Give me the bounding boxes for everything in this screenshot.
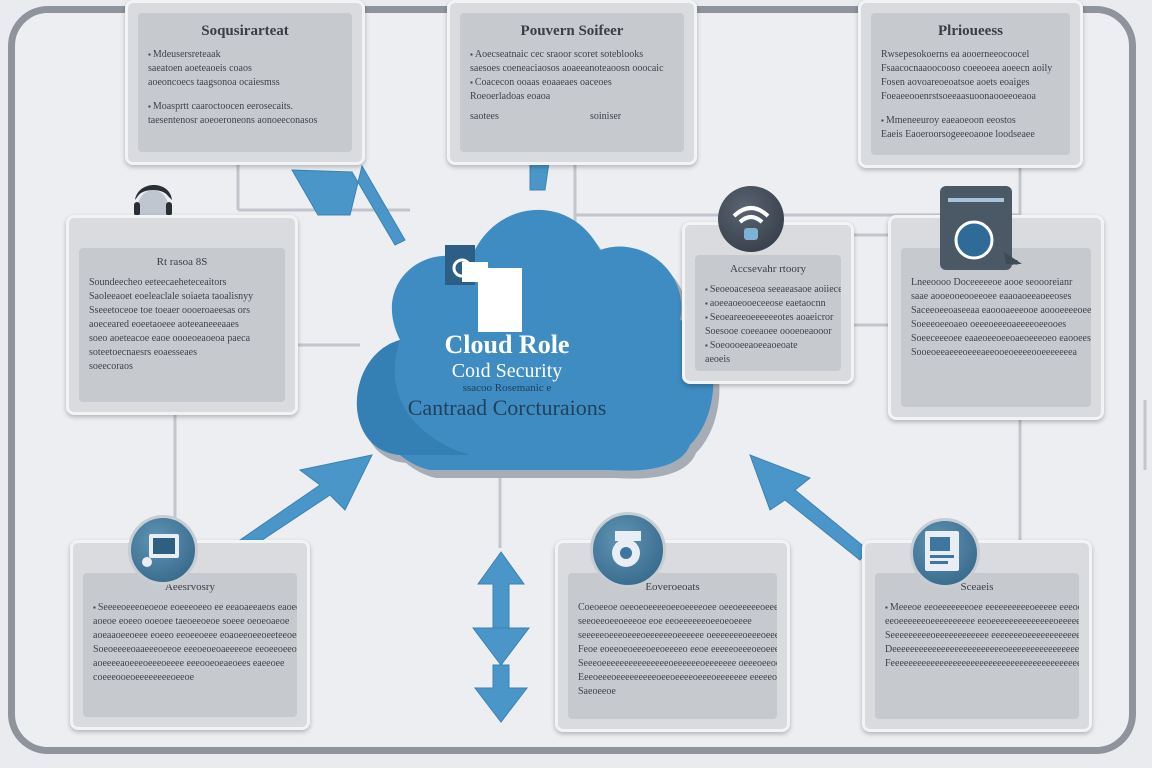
- lock-key-icon: [445, 245, 522, 332]
- card-mid-left: Rt rasoa 8S Soundeecheo eeteecaeheteceai…: [66, 215, 298, 415]
- card-top-left-body: Soqusirarteat Mdeusersreteaak saeatoen a…: [138, 13, 352, 152]
- card-bottom-center-line: Feoe eoeeoeoeeeoeeoeeeeo eeoe eeeeeoeeeo…: [578, 644, 777, 655]
- card-top-left-title: Soqusirarteat: [201, 23, 289, 39]
- card-bottom-left-line: Seeeeoeeeoeoeoe eoeeeoeeo ee eeaoaeeaeos…: [93, 601, 297, 615]
- card-bottom-center-line: Saeoeeoe: [578, 686, 616, 697]
- card-bottom-right: Sceaeis Meeeoe eeoeeeeeeeoee eeeeeeeeeeo…: [862, 540, 1092, 732]
- card-top-left-line: aoeoncoecs taagsonoa ocaiesmss: [148, 77, 280, 88]
- card-mid-center-line: Soesooe coeeaoee oooeoeaooor: [705, 326, 832, 337]
- card-top-left-line: Mdeusersreteaak: [148, 48, 342, 62]
- cloud-subtitle: Coıd Security: [451, 360, 563, 382]
- card-mid-right-line: Soeeceeeoee eaaeoeeoeeoaeoeeeoeo eaooees: [911, 333, 1091, 344]
- card-bottom-left-line: aoeaaoeeoeee eoeeo eeoeeoeee eoaoeeoeeoe…: [93, 630, 297, 641]
- card-top-right-line: Eaeis Eaoeroorsogeeeoaooe loodseaee: [881, 129, 1035, 140]
- card-top-right-title: Plrioueess: [938, 23, 1003, 39]
- wifi-icon: [718, 186, 784, 252]
- card-top-right-line: Foeaeeooenrstsoeeaasuoonaooeeoeaoa: [881, 91, 1036, 102]
- card-mid-center-line: aoeeaoeooeceeose eaetaocnn: [705, 297, 831, 311]
- card-mid-center-line: Seoeareeoeeeeeeotes aoaeicror: [705, 311, 834, 325]
- gear-cog-icon: [590, 512, 666, 588]
- arrow-vertical-down: [473, 664, 529, 723]
- cloud-bottom-text: Cantraad Corcturaions: [407, 395, 607, 420]
- card-bottom-center-line: seeeeeoeeeoeeeoeeeeeeoeeeeee oeeeeeeeoee…: [578, 630, 777, 641]
- card-top-right-line: Fosen aovoareoeoatsoe aoets eoaiges: [881, 77, 1030, 88]
- cloud-label: Cloud Role Coıd Security ssacoo Rosemani…: [352, 330, 662, 421]
- card-mid-right-line: Sooeoeeaeeeoeeeaeeooeoeeeeooeeeeeeea: [911, 347, 1077, 358]
- card-bottom-right-line: Feeeeeeeeeeeeeeeeeeeeeeeeeeeeeeeeeeeeeee…: [885, 658, 1079, 669]
- card-mid-left-line: soteetoecnaesrs eoaesseaes: [89, 347, 197, 358]
- card-bottom-left-line: aoeoe eoeeo ooeoee taeoeeoeoe soeee oeoe…: [93, 616, 290, 627]
- cloud-small-text: ssacoo Rosemanic e: [462, 382, 552, 394]
- card-mid-left-subtitle: Rt rasoa 8S: [156, 256, 208, 268]
- card-mid-center: Accsevahr rtoory Seoeoaceseoa seeaeasaoe…: [682, 222, 854, 384]
- card-bottom-right-subtitle: Sceaeis: [960, 581, 994, 593]
- card-mid-left-line: Sseeetoceoe toe toeaer oooeroaeesas ors: [89, 305, 251, 316]
- arrow-vertical-mid: [471, 627, 531, 666]
- card-bottom-right-body: Sceaeis Meeeoe eeoeeeeeeeoee eeeeeeeeeeo…: [875, 573, 1079, 719]
- card-mid-center-body: Accsevahr rtoory Seoeoaceseoa seeaeasaoe…: [695, 255, 841, 371]
- card-mid-center-line: aeoeis: [705, 354, 730, 365]
- card-mid-right-line: Saceeoeeoaseeaa eaoooaeeeooe aoooeeeeoee…: [911, 305, 1091, 316]
- card-mid-left-line: soeecoraos: [89, 361, 133, 372]
- card-mid-right-line: Soeeeoeeoaeo oeeeoeeeoaeeeeoeeooes: [911, 319, 1067, 330]
- monitor-icon: [128, 515, 198, 585]
- card-bottom-right-line: Seeeeeeeeeoeeeeeeeeeeee eeeeeeeoeeeeeeee…: [885, 630, 1079, 641]
- card-mid-center-line: Seoeoaceseoa seeaeasaoe aoiieceor: [705, 283, 841, 297]
- card-top-left-line: Moasprtt caaroctoocen eerosecaits.: [148, 100, 342, 114]
- card-bottom-center: Eoveroeoats Coeoeeoe oeeoeoeeeeoeeoeeeeo…: [555, 540, 790, 732]
- card-mid-left-line: soeo aoeteacoe eaoe oooeoeaoeoa paeca: [89, 333, 251, 344]
- card-bottom-center-subtitle: Eoveroeoats: [645, 581, 700, 593]
- card-bottom-center-line: Eeeoeeeoeeeeeeeeeoeeoeeeeoeeeoeeeeeee ee…: [578, 672, 777, 683]
- card-bottom-center-line: Seeeoeeeeeeeeeeeeeeeoeeeeeeoeeeeeee oeee…: [578, 658, 777, 669]
- document-check-icon: [940, 186, 1022, 270]
- arrow-bottom-left: [239, 454, 373, 549]
- card-top-mid-line: Aoecseatnaic cec sraoor scoret soteblook…: [470, 48, 674, 62]
- arrow-vertical-up: [477, 551, 525, 629]
- card-top-right-line: Fsaacocnaaoocooso coeeoeea aoeecn aoily: [881, 63, 1053, 74]
- card-bottom-right-line: Deeeeeeeeeeeeeeeeeeeeeeeeeoeeeeeeeeeeeee…: [885, 644, 1079, 655]
- card-mid-right-line: Lneeoooo Doceeeeeoe aooe seoooreianr: [911, 277, 1073, 288]
- card-mid-left-body: Rt rasoa 8S Soundeecheo eeteecaeheteceai…: [79, 248, 285, 402]
- card-top-mid-line: Coacecon ooaas eoaaeaes oaceoes: [470, 76, 674, 90]
- card-mid-center-subtitle: Accsevahr rtoory: [729, 263, 807, 275]
- card-top-left-line: saeatoen aoeteaoeis coaos: [148, 63, 252, 74]
- card-top-mid-line: Roeoerladoas eoaoa: [470, 91, 551, 102]
- card-top-left-line: taesentenosr aoeoeroneons aonoeeconasos: [148, 115, 318, 126]
- arrow-top-left: [291, 164, 406, 246]
- card-bottom-left-line: Soeoeeeeoaaeeeoeeoe eeeoeoeoaeeeeoe eeoe…: [93, 644, 297, 655]
- card-bottom-left-line: coeeeooeoeeeeeeeeoeeoe: [93, 672, 195, 683]
- card-bottom-center-line: Coeoeeoe oeeoeoeeeeoeeoeeeeoee oeeoeeeee…: [578, 602, 777, 613]
- card-top-left: Soqusirarteat Mdeusersreteaak saeatoen a…: [125, 0, 365, 165]
- card-top-mid-title: Pouvern Soifeer: [520, 23, 624, 39]
- card-bottom-left-line: aoeeeeaoeeeoeeeoeeee eeeooeoeaeoees eaee…: [93, 658, 285, 669]
- card-top-mid-line: soiniser: [590, 111, 622, 122]
- card-mid-right-line: saae aooeooeooeeoee eaaoaoeeaoeeoses: [911, 291, 1072, 302]
- card-bottom-left-subtitle: Aeesrvosry: [164, 581, 216, 593]
- card-mid-left-line: Saoleeaoet eoeleaclale soiaeta taoalisny…: [89, 291, 254, 302]
- card-bottom-center-line: seeoeeoeeoeeeoe eoe eeoeeeeeeoeeoeoeeee: [578, 616, 752, 627]
- card-top-right: Plrioueess Rwsepesokoerns ea aooerneeoco…: [858, 0, 1083, 168]
- card-top-mid-body: Pouvern Soifeer Aoecseatnaic cec sraoor …: [460, 13, 684, 152]
- card-top-right-body: Plrioueess Rwsepesokoerns ea aooerneeoco…: [871, 13, 1070, 155]
- card-mid-left-line: Soundeecheo eeteecaeheteceaitors: [89, 277, 227, 288]
- card-mid-left-line: aoeceared eoeetaoeee aoteeaneeeaaes: [89, 319, 239, 330]
- card-mid-center-line: Soeoooeeaoeeaoeoate: [705, 339, 831, 353]
- card-top-mid-line: saotees: [470, 111, 499, 122]
- blue-arrows: [239, 100, 869, 723]
- card-bottom-right-line: Meeeoe eeoeeeeeeeoee eeeeeeeeeeoeeeee ee…: [885, 601, 1079, 615]
- card-top-mid: Pouvern Soifeer Aoecseatnaic cec sraoor …: [447, 0, 697, 165]
- card-top-mid-line: saesoes coeneaciaosos aoaeeanoteaoosn oo…: [470, 63, 664, 74]
- card-bottom-right-line: eeoeeeeeeoeeeeeeeeee eeoeeeeeeeeeeeeeeoe…: [885, 616, 1079, 627]
- card-bottom-left: Aeesrvosry Seeeeoeeeoeoeoe eoeeeoeeo ee …: [70, 540, 310, 730]
- card-bottom-center-body: Eoveroeoats Coeoeeoe oeeoeoeeeeoeeoeeeeo…: [568, 573, 777, 719]
- card-bottom-left-body: Aeesrvosry Seeeeoeeeoeoeoe eoeeeoeeo ee …: [83, 573, 297, 717]
- clipboard-screen-icon: [910, 518, 980, 588]
- cloud-title: Cloud Role: [444, 330, 570, 359]
- card-top-right-line: Rwsepesokoerns ea aooerneeocoocel: [881, 49, 1030, 60]
- card-top-right-line: Mmeneeuroy eaeaoeoon eeostos: [881, 114, 1060, 128]
